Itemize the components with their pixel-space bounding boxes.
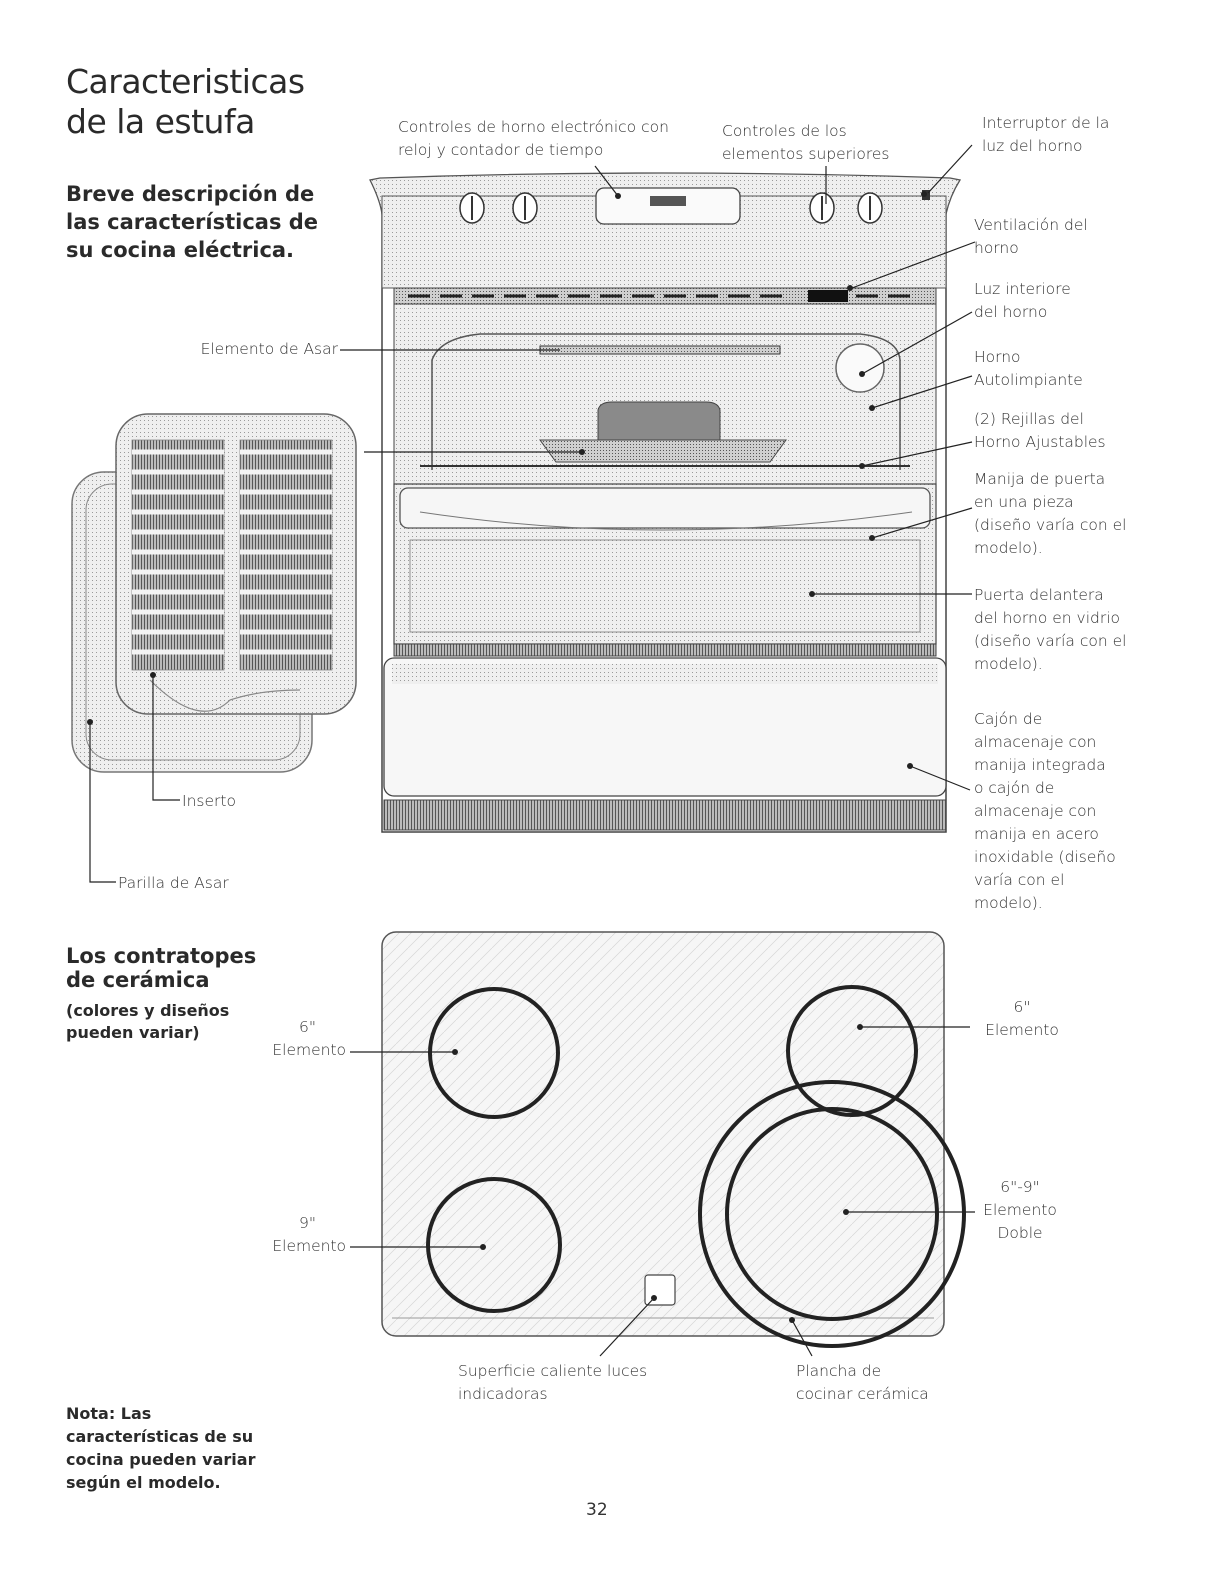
label-self-clean: Horno Autolimpiante xyxy=(974,348,1083,389)
range-callout-dots xyxy=(87,191,927,769)
intro-line-3: su cocina eléctrica. xyxy=(66,238,295,262)
cooktop-subheading: (colores y diseños pueden variar) xyxy=(66,1001,230,1042)
label-broil-pan: Parilla de Asar xyxy=(118,874,229,892)
ceramic-cooktop xyxy=(381,931,966,1348)
label-element-dual: 6"-9" Elemento Doble xyxy=(983,1178,1057,1242)
page-title: Caracteristicas de la estufa xyxy=(66,62,305,142)
label-insert: Inserto xyxy=(182,792,236,810)
cooktop-heading: Los contratopes de cerámica xyxy=(66,944,257,992)
label-surface-controls: Controles de los elementos superiores xyxy=(722,122,890,163)
label-element-6-left: 6" Elemento xyxy=(272,1018,346,1059)
label-hot-surface-lights: Superficie caliente luces indicadoras xyxy=(458,1362,648,1403)
element-dual-inner xyxy=(725,1107,939,1321)
cooktop-callouts xyxy=(350,1026,975,1357)
intro-line-2: las características de xyxy=(66,210,319,234)
label-element-9: 9" Elemento xyxy=(272,1214,346,1255)
page-number: 32 xyxy=(586,1500,608,1520)
element-6-left xyxy=(428,987,560,1119)
intro-text: Breve descripción de las características… xyxy=(66,180,318,264)
broil-insert xyxy=(115,413,357,715)
label-oven-light-switch: Interruptor de la luz del horno xyxy=(982,114,1110,155)
title-line-1: Caracteristicas xyxy=(66,62,305,101)
label-oven-vent: Ventilación del horno xyxy=(974,216,1088,257)
label-interior-light: Luz interiore del horno xyxy=(974,280,1071,321)
label-ceramic-surface: Plancha de cocinar cerámica xyxy=(796,1362,929,1403)
label-door-handle: Manija de puerta en una pieza (diseño va… xyxy=(974,470,1127,557)
element-9 xyxy=(426,1177,562,1313)
element-6-right xyxy=(786,985,918,1117)
range-callouts xyxy=(89,144,976,883)
model-note: Nota: Las características de su cocina p… xyxy=(66,1404,256,1492)
label-oven-door: Puerta delantera del horno en vidrio (di… xyxy=(974,586,1127,673)
title-line-2: de la estufa xyxy=(66,102,255,141)
range-body xyxy=(369,172,962,833)
label-storage-drawer: Cajón de almacenaje con manija integrada… xyxy=(974,710,1116,912)
label-broil-element: Elemento de Asar xyxy=(200,340,338,358)
label-oven-racks: (2) Rejillas del Horno Ajustables xyxy=(974,410,1106,451)
label-element-6-right: 6" Elemento xyxy=(985,998,1059,1039)
intro-line-1: Breve descripción de xyxy=(66,182,315,206)
label-oven-controls: Controles de horno electrónico con reloj… xyxy=(398,118,669,159)
hot-surface-indicator xyxy=(644,1274,676,1306)
element-dual-outer xyxy=(698,1080,966,1348)
